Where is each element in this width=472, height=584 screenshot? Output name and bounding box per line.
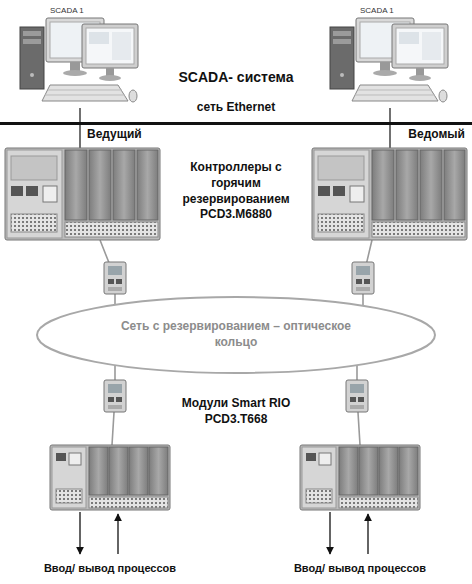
controller-caption: Контроллеры с горячим резервированием PC… [168, 160, 304, 223]
network-link [79, 108, 80, 148]
ring-label: Сеть с резервированием – оптическое коль… [116, 319, 356, 350]
rio-illustration [50, 445, 170, 510]
node-label: Ведомый [408, 127, 465, 141]
io-arrow [367, 514, 368, 554]
rio-module: Ввод/ вывод процессов [300, 445, 420, 510]
controller-illustration [5, 148, 160, 240]
node-label: Ведущий [87, 127, 142, 141]
switch-module [104, 262, 126, 294]
system-title: SCADA- система [130, 68, 342, 86]
switch-module [352, 262, 374, 294]
ethernet-bus [0, 122, 472, 125]
computer-illustration [330, 18, 448, 102]
node-label: SCADA 1 [360, 6, 394, 15]
scada-computer: SCADA 1 [20, 5, 140, 108]
node-label: SCADA 1 [50, 6, 84, 15]
scada-computer: SCADA 1 [330, 5, 450, 108]
network-link [389, 108, 390, 148]
switch-module [346, 380, 368, 412]
io-arrow [79, 512, 80, 554]
node-label: Ввод/ вывод процессов [294, 562, 426, 574]
ring-ellipse [37, 297, 435, 373]
node-label: Ввод/ вывод процессов [44, 562, 176, 574]
computer-illustration [20, 18, 138, 102]
optical-ring: Сеть с резервированием – оптическое коль… [36, 296, 436, 374]
controller: Ведомый [312, 148, 467, 240]
network-label: сеть Ethernet [130, 100, 342, 116]
module-caption: Модули Smart RIO PCD3.T668 [168, 396, 304, 428]
switch-module [104, 380, 126, 412]
rio-module: Ввод/ вывод процессов [50, 445, 170, 510]
controller: Ведущий [5, 148, 160, 240]
controller-illustration [312, 148, 467, 240]
rio-illustration [300, 445, 420, 510]
io-arrow [117, 514, 118, 554]
io-arrow [329, 512, 330, 554]
